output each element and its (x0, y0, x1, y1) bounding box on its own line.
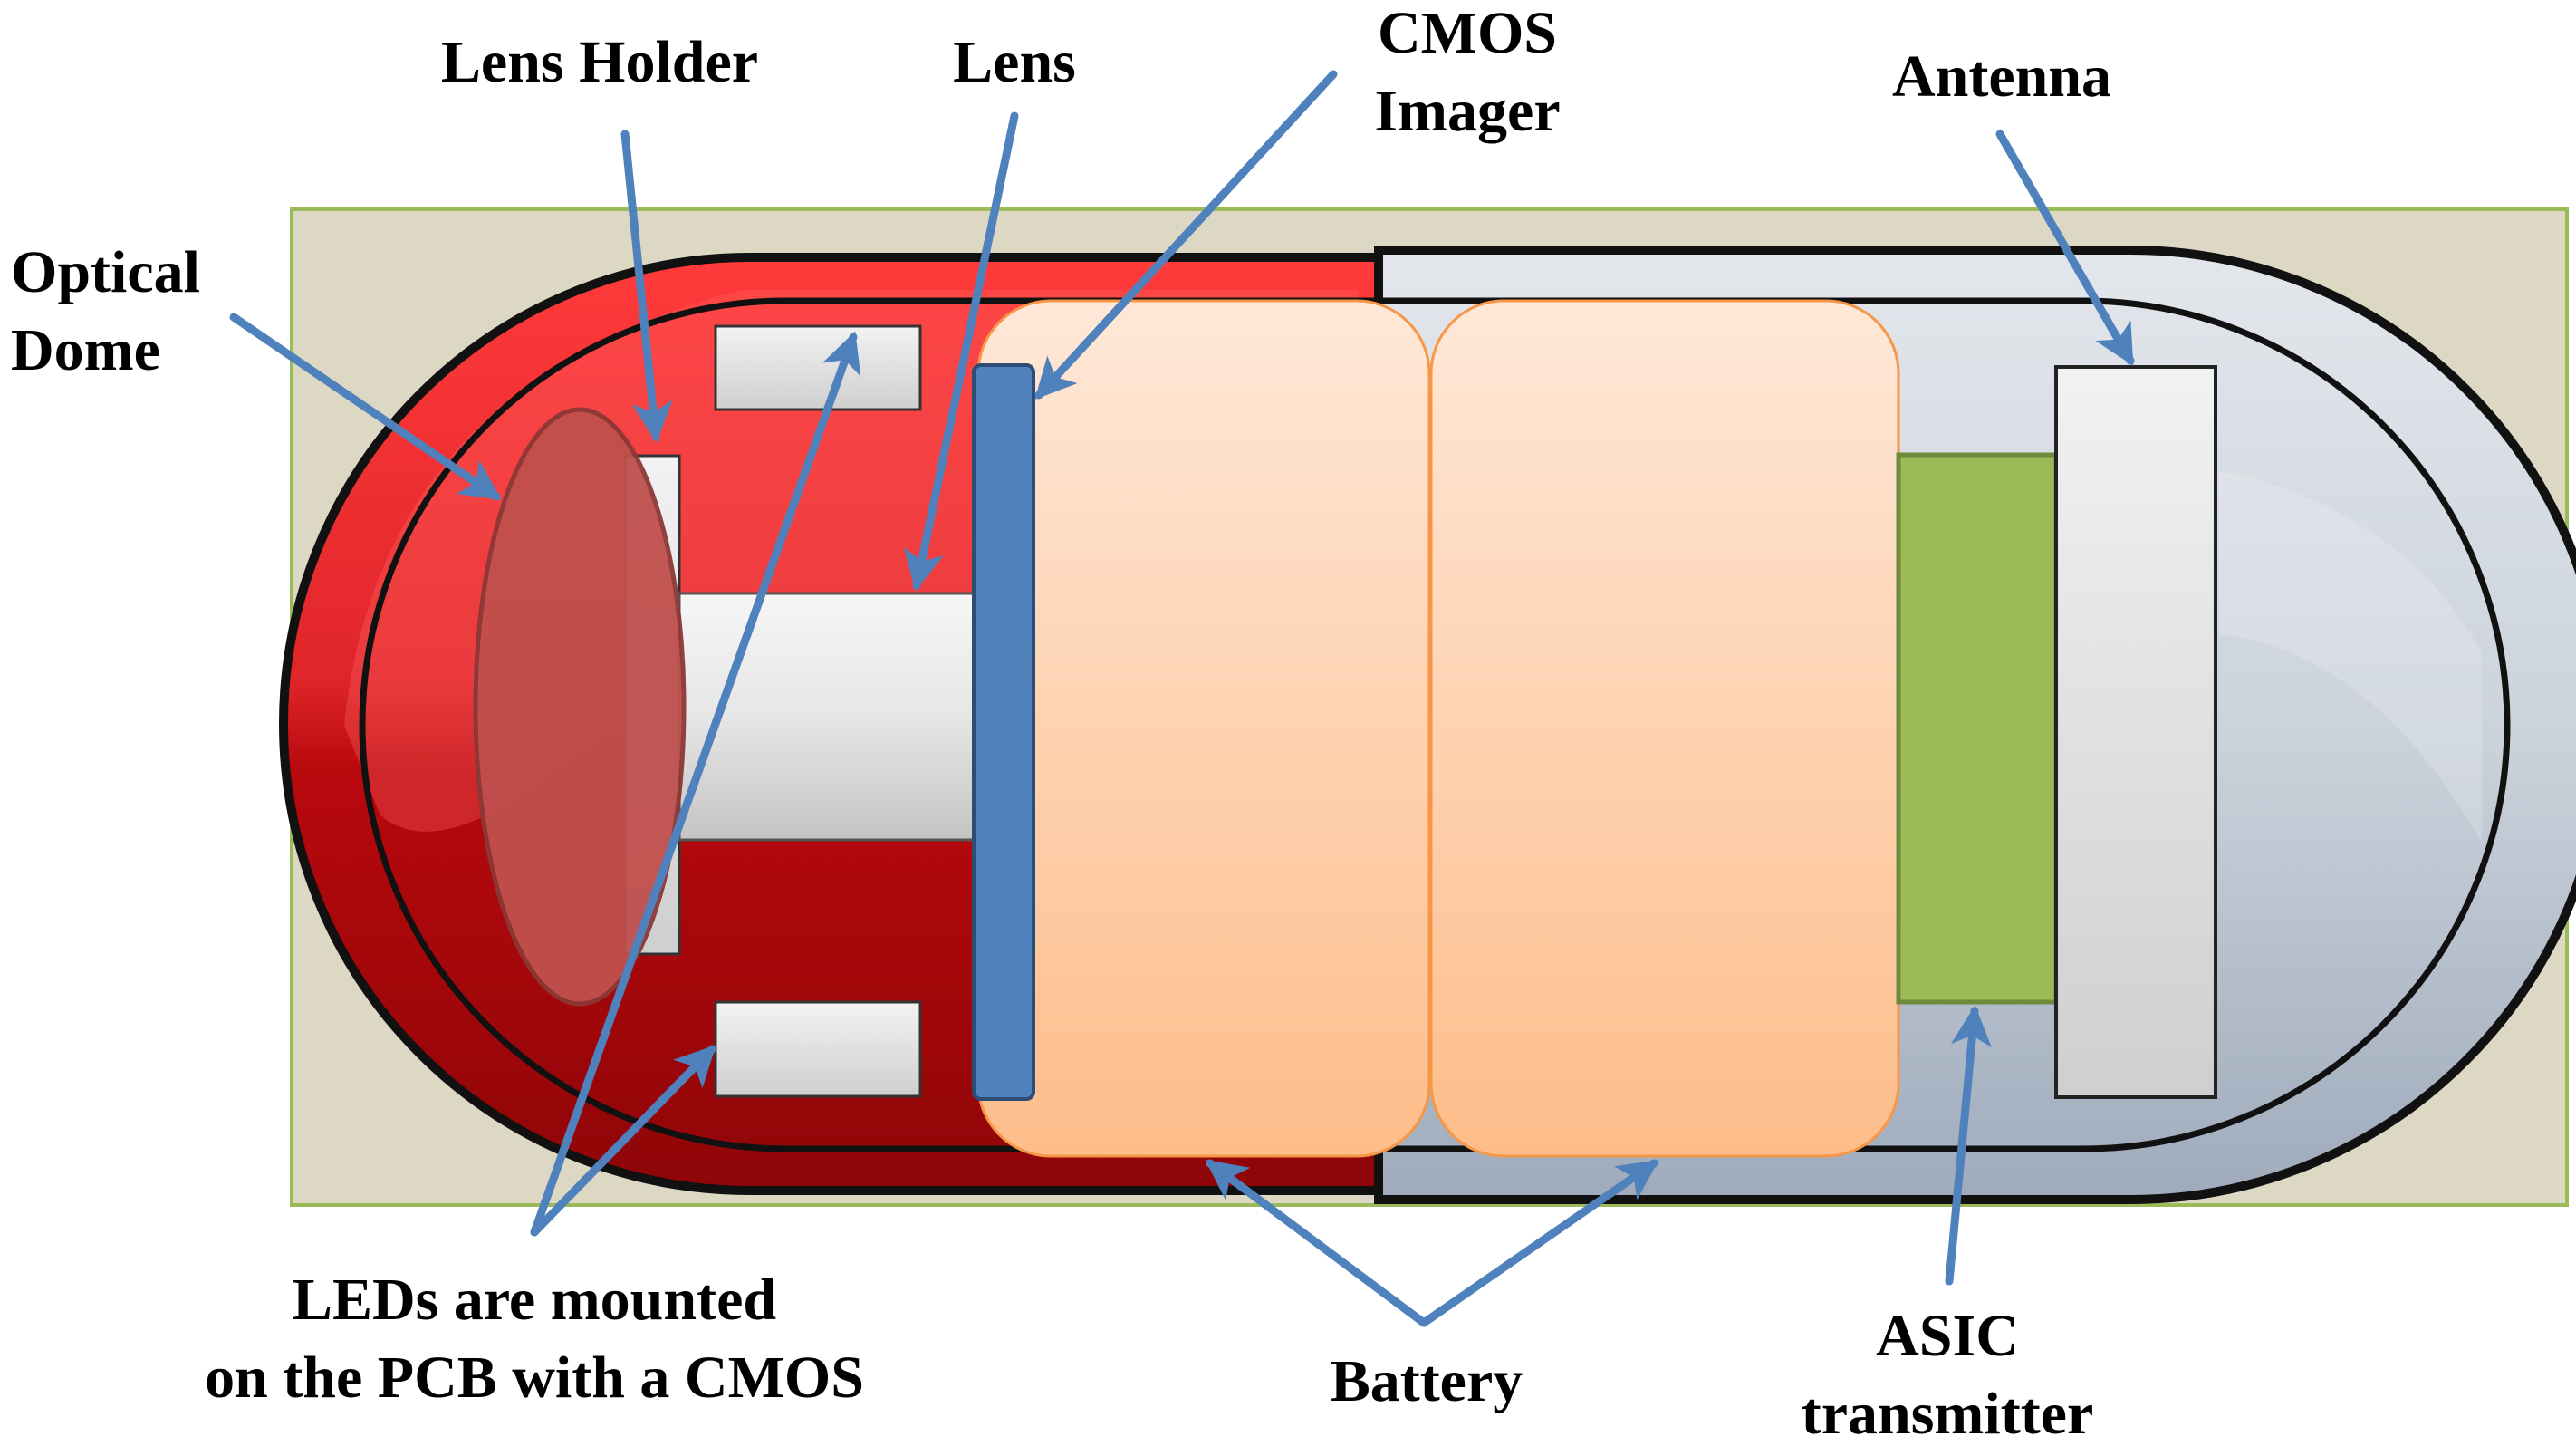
label-asic-line-2: transmitter (1801, 1381, 2094, 1447)
label-antenna: Antenna (1891, 43, 2112, 110)
label-optical-dome-line-1: Optical (11, 239, 200, 305)
label-cmos-imager-line-1: CMOS (1378, 0, 1557, 66)
lens-barrel (678, 592, 980, 842)
label-lens: Lens (953, 29, 1076, 95)
capsule-inner-outline (359, 297, 2511, 1152)
label-cmos-imager: CMOS Imager (1331, 0, 1603, 150)
label-leds-line-1: LEDs are mounted (292, 1267, 777, 1333)
led-top (714, 324, 922, 411)
label-asic-transmitter: ASIC transmitter (1739, 1297, 2156, 1453)
arrow-battery-right (1419, 1159, 1659, 1327)
cmos-imager-front (972, 363, 1035, 1101)
optical-dome (473, 407, 687, 1007)
label-optical-dome-line-2: Dome (11, 317, 160, 383)
label-cmos-imager-line-2: Imager (1374, 78, 1561, 144)
label-battery: Battery (1330, 1348, 1523, 1414)
antenna (2054, 365, 2217, 1099)
arrow-battery-left (1205, 1159, 1428, 1327)
asic-transmitter (1896, 452, 2059, 1005)
battery-cell-1 (976, 299, 1431, 1158)
arrow-leds-bottom (530, 1045, 716, 1237)
arrow-cmos-imager (1034, 70, 1338, 400)
label-optical-dome: Optical Dome (11, 234, 200, 390)
led-bottom (714, 1000, 922, 1098)
arrow-lens-holder (620, 130, 673, 443)
battery-cell-2 (1429, 299, 1900, 1158)
label-leds-line-2: on the PCB with a CMOS (205, 1345, 864, 1411)
arrow-antenna (1995, 130, 2135, 366)
arrow-optical-dome (229, 313, 502, 501)
label-lens-holder: Lens Holder (440, 29, 759, 95)
arrow-leds-top (530, 331, 861, 1237)
label-asic-line-1: ASIC (1876, 1303, 2019, 1369)
capsule-grey-highlight (2219, 471, 2482, 843)
arrow-asic (1945, 1005, 1992, 1286)
arrow-group (229, 70, 2135, 1327)
label-leds: LEDs are mounted on the PCB with a CMOS (118, 1261, 951, 1417)
arrow-lens (903, 111, 1019, 592)
